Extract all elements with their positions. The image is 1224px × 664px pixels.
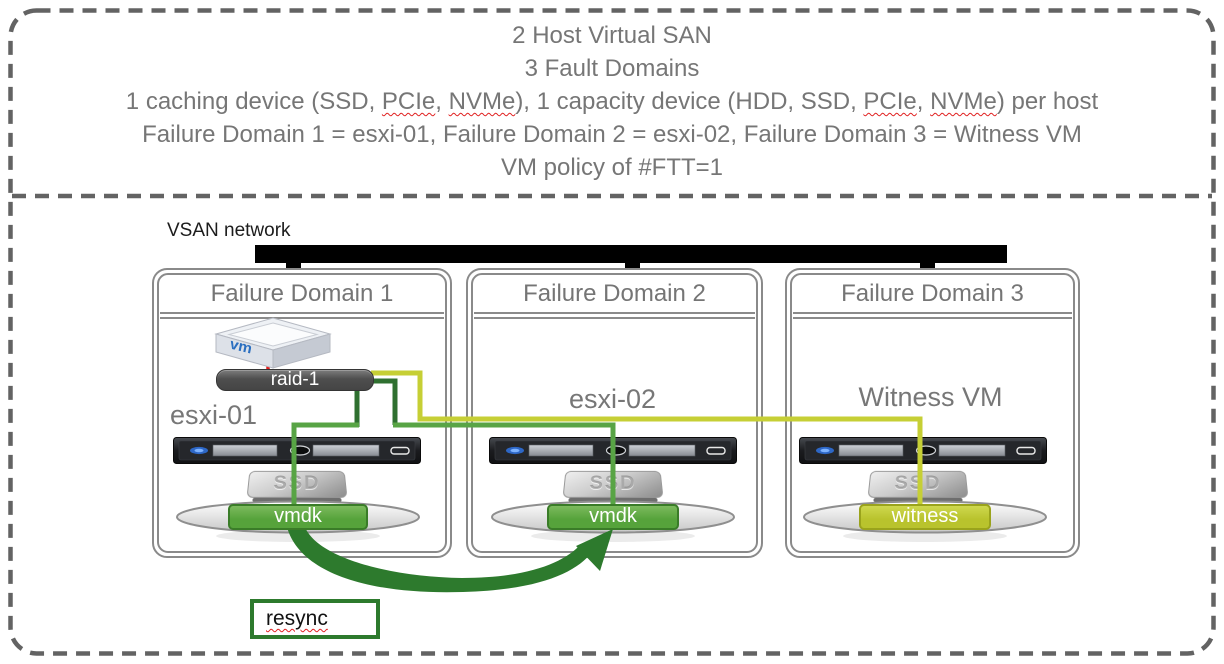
header-summary: 2 Host Virtual SAN 3 Fault Domains 1 cac… xyxy=(20,19,1204,184)
failure-domain-3-title: Failure Domain 3 xyxy=(841,280,1024,307)
failure-domain-2-inner-border: Failure Domain 2 xyxy=(471,273,758,553)
witness-component-line xyxy=(371,370,923,509)
server-drive-slot xyxy=(838,444,904,457)
vmdk-pill-fd2: vmdk xyxy=(547,504,679,530)
title-double-rule xyxy=(160,312,444,319)
text-segment: ), 1 capacity device (HDD, SSD, xyxy=(515,88,864,115)
server-port xyxy=(390,446,410,455)
header-line-devices: 1 caching device (SSD, PCIe, NVMe), 1 ca… xyxy=(20,85,1204,118)
header-line-hosts: 2 Host Virtual SAN xyxy=(512,22,712,49)
vmdk-pill-fd1: vmdk xyxy=(228,504,368,530)
server-led-core xyxy=(194,448,204,453)
server-drive-slot xyxy=(628,444,696,457)
resync-arrow-curve xyxy=(287,527,592,593)
witness-pill-fd3: witness xyxy=(859,504,991,530)
text-segment-spellcheck: NVMe xyxy=(448,88,516,115)
replica1-line xyxy=(291,422,359,510)
vsan-network-label: VSAN network xyxy=(167,220,291,241)
server-drive-slot xyxy=(938,444,1006,457)
text-segment: , xyxy=(435,88,449,115)
text-segment: , xyxy=(916,88,931,115)
replica2-line-stub xyxy=(371,378,398,425)
vm-box-cavity xyxy=(227,322,319,347)
server-drive-slot xyxy=(528,444,594,457)
server-port xyxy=(706,446,726,455)
server-drive-slot xyxy=(212,444,278,457)
text-segment-spellcheck: PCIe xyxy=(863,88,917,115)
server-witness xyxy=(799,437,1047,464)
title-double-rule xyxy=(474,312,755,319)
platter-shadow xyxy=(531,530,695,542)
host-label-witness-vm: Witness VM xyxy=(858,382,1003,412)
title-double-rule xyxy=(793,312,1072,319)
vm-icon: vm xyxy=(214,317,332,369)
vm-box-side-face xyxy=(272,333,331,369)
resync-arrow-head xyxy=(576,529,613,571)
text-segment: ) per host xyxy=(996,88,1099,115)
outer-dashed-border xyxy=(8,8,1216,656)
resync-label: resync xyxy=(266,607,328,630)
failure-domain-1-title: Failure Domain 1 xyxy=(210,280,394,307)
header-line-vm-policy: VM policy of #FTT=1 xyxy=(500,154,724,181)
network-uplink-fd1 xyxy=(286,262,301,272)
header-line-fault-domains: 3 Fault Domains xyxy=(524,55,700,82)
resync-label-box: resync xyxy=(250,599,380,639)
server-drive-slot xyxy=(312,444,380,457)
network-uplink-fd3 xyxy=(920,262,935,272)
replica2-line xyxy=(393,422,616,510)
vm-logo-text: vm xyxy=(230,336,252,358)
raid-1-bar: raid-1 xyxy=(216,369,374,391)
server-port xyxy=(1016,446,1036,455)
header-line-domain-mapping: Failure Domain 1 = esxi-01, Failure Doma… xyxy=(142,121,1082,148)
failure-domain-3-inner-border: Failure Domain 3 xyxy=(790,273,1075,553)
text-segment-spellcheck: PCIe xyxy=(381,88,436,115)
text-segment-spellcheck: NVMe xyxy=(930,88,997,115)
text-segment: 1 caching device (SSD, xyxy=(125,88,382,115)
platter-shadow xyxy=(843,530,1007,542)
network-uplink-fd2 xyxy=(625,262,640,272)
failure-domain-2-title: Failure Domain 2 xyxy=(523,280,706,307)
server-led-core xyxy=(510,448,520,453)
server-esxi-01 xyxy=(173,437,421,464)
host-label-esxi-01: esxi-01 xyxy=(170,400,258,430)
server-led-core xyxy=(820,448,830,453)
vsan-network-bar xyxy=(255,245,1007,263)
host-label-esxi-02: esxi-02 xyxy=(568,384,657,414)
